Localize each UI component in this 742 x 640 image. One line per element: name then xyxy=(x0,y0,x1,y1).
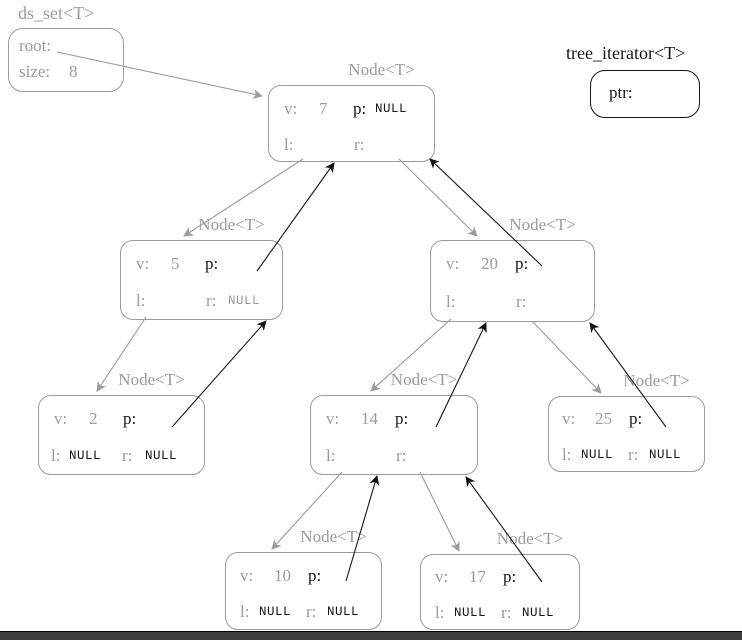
r-label: r: xyxy=(628,445,639,464)
r-label: r: xyxy=(206,291,217,310)
r-value: NULL xyxy=(327,605,360,619)
l-label: l: xyxy=(51,446,61,465)
r-label: r: xyxy=(354,135,365,154)
tree-iterator-title: tree_iterator<T> xyxy=(566,43,686,63)
v-value: 20 xyxy=(481,254,498,273)
tree-node-20: v: 20 p: l: r: xyxy=(430,240,595,322)
l-label: l: xyxy=(446,292,456,311)
node-title: Node<T> xyxy=(198,215,265,234)
v-label: v: xyxy=(326,409,340,428)
tree-node-25: v: 25 p: l: NULL r: NULL xyxy=(548,396,705,472)
ds-set-title: ds_set<T> xyxy=(18,3,95,23)
p-label: p: xyxy=(515,254,529,273)
l-label: l: xyxy=(136,291,146,310)
p-label: p: xyxy=(353,99,367,118)
r-value: NULL xyxy=(228,294,261,308)
v-value: 14 xyxy=(361,409,378,428)
node-title: Node<T> xyxy=(509,215,576,234)
v-label: v: xyxy=(562,409,576,428)
v-value: 17 xyxy=(469,567,486,586)
r-value: NULL xyxy=(649,448,682,462)
tree-node-17: v: 17 p: l: NULL r: NULL xyxy=(420,554,580,630)
v-label: v: xyxy=(240,566,254,585)
p-label: p: xyxy=(205,254,219,273)
l-label: l: xyxy=(284,135,294,154)
v-value: 2 xyxy=(89,409,98,428)
r-value: NULL xyxy=(145,449,178,463)
node-title: Node<T> xyxy=(118,370,185,389)
v-label: v: xyxy=(136,254,150,273)
node-title: Node<T> xyxy=(390,370,458,389)
v-value: 10 xyxy=(274,566,291,585)
tree-node-7: v: 7 p: NULL l: r: xyxy=(268,85,435,162)
l-value: NULL xyxy=(259,605,292,619)
v-value: 7 xyxy=(319,99,328,118)
root-label: root: xyxy=(19,36,52,55)
ptr-label: ptr: xyxy=(609,83,633,102)
tree-node-2: v: 2 p: l: NULL r: NULL xyxy=(38,395,205,475)
l-label: l: xyxy=(562,445,572,464)
node-title: Node<T> xyxy=(300,527,367,546)
l-label: l: xyxy=(240,602,250,621)
p-label: p: xyxy=(123,409,137,428)
r-label: r: xyxy=(122,446,133,465)
tree-iterator-box: ptr: xyxy=(590,70,700,118)
r-label: r: xyxy=(306,602,317,621)
l-value: NULL xyxy=(454,606,487,620)
window-bottom-bar xyxy=(0,631,742,640)
ds-set-box: root: size: 8 xyxy=(8,28,124,92)
tree-node-5: v: 5 p: l: r: NULL xyxy=(120,240,283,320)
l-label: l: xyxy=(326,446,336,465)
node-title: Node<T> xyxy=(623,371,690,390)
l-value: NULL xyxy=(69,449,102,463)
node-title: Node<T> xyxy=(348,60,415,79)
v-label: v: xyxy=(435,567,449,586)
node-title: Node<T> xyxy=(496,529,564,548)
size-label: size: xyxy=(19,62,51,81)
tree-node-10: v: 10 p: l: NULL r: NULL xyxy=(225,552,382,630)
v-value: 25 xyxy=(595,409,612,428)
p-label: p: xyxy=(395,409,409,428)
size-value: 8 xyxy=(69,62,78,81)
r-value: NULL xyxy=(522,606,555,620)
p-value: NULL xyxy=(375,102,408,116)
r-label: r: xyxy=(501,603,512,622)
v-label: v: xyxy=(54,409,68,428)
v-label: v: xyxy=(446,254,460,273)
p-label: p: xyxy=(629,409,643,428)
l-label: l: xyxy=(435,603,445,622)
p-label: p: xyxy=(308,566,322,585)
l-value: NULL xyxy=(581,448,614,462)
v-label: v: xyxy=(284,99,298,118)
p-label: p: xyxy=(503,567,517,586)
r-label: r: xyxy=(516,292,527,311)
tree-node-14: v: 14 p: l: r: xyxy=(310,395,478,475)
v-value: 5 xyxy=(171,254,180,273)
r-label: r: xyxy=(396,446,407,465)
